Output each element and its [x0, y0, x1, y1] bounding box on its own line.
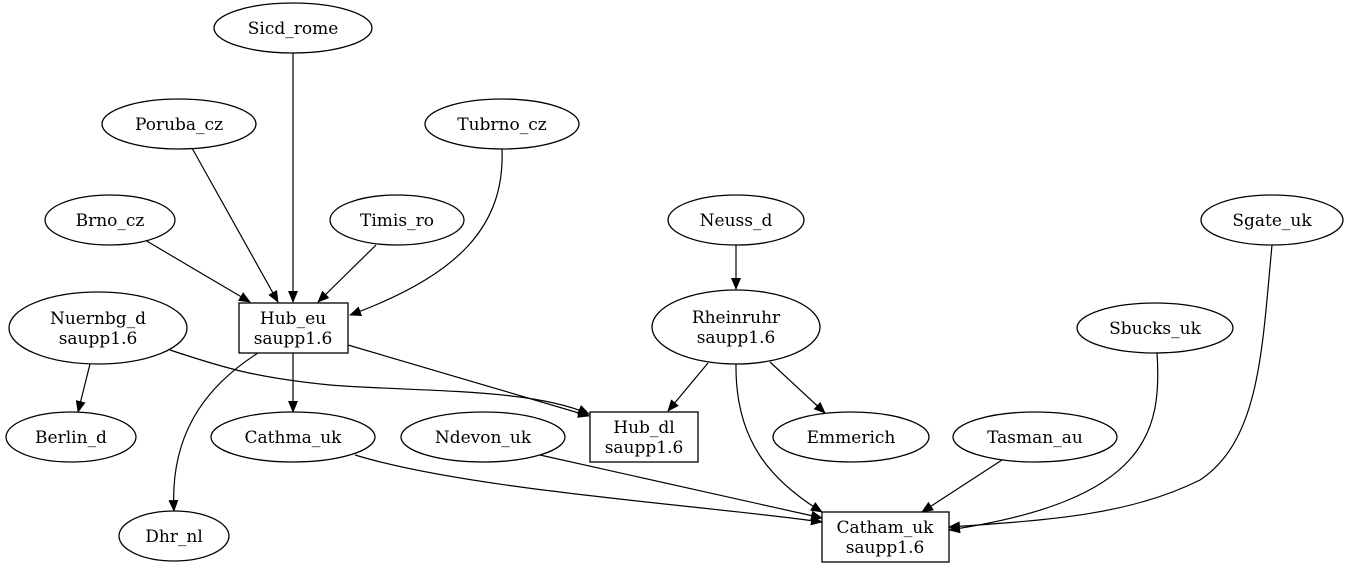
- node-brno_cz: Brno_cz: [44, 194, 176, 246]
- node-layer: Sicd_rome Poruba_cz Tubrno_cz Brno_cz Ti…: [5, 2, 1344, 563]
- edge-tubrno_cz-hub_eu: [349, 148, 503, 316]
- node-cathma_uk: Cathma_uk: [210, 411, 376, 463]
- node-label: Emmerich: [807, 428, 896, 448]
- node-sicd_rome: Sicd_rome: [213, 2, 373, 54]
- node-label: Sbucks_uk: [1109, 319, 1201, 339]
- node-label-line1: Nuernbg_d: [50, 309, 146, 329]
- node-label: Sgate_uk: [1232, 211, 1312, 231]
- edge-rheinruhr-catham_uk: [735, 363, 823, 513]
- edge-poruba_cz-hub_eu: [191, 147, 279, 303]
- node-timis_ro: Timis_ro: [329, 194, 465, 246]
- node-label-line2: saupp1.6: [254, 329, 333, 349]
- node-label: Brno_cz: [76, 211, 145, 231]
- node-rheinruhr: Rheinruhr saupp1.6: [651, 289, 821, 365]
- edge-nuernbg_d-hub_dl: [169, 349, 590, 415]
- node-label-line1: Hub_eu: [260, 309, 326, 329]
- node-label-line2: saupp1.6: [846, 538, 925, 558]
- edge-sbucks_uk-catham_uk: [948, 351, 1159, 534]
- node-label: Sicd_rome: [248, 19, 339, 39]
- node-label: Berlin_d: [35, 428, 107, 448]
- edge-hub_eu-dhr_nl: [168, 352, 259, 512]
- node-label: Neuss_d: [700, 211, 773, 231]
- node-tubrno_cz: Tubrno_cz: [424, 98, 580, 150]
- node-label: Tasman_au: [987, 428, 1083, 448]
- node-poruba_cz: Poruba_cz: [101, 98, 257, 150]
- edge-nuernbg_d-berlin_d: [75, 363, 91, 413]
- node-hub_eu: Hub_eu saupp1.6: [238, 302, 349, 354]
- node-label-line2: saupp1.6: [697, 328, 776, 348]
- edge-hub_eu-hub_dl: [347, 344, 590, 418]
- node-sbucks_uk: Sbucks_uk: [1076, 302, 1234, 354]
- node-catham_uk: Catham_uk saupp1.6: [821, 511, 950, 563]
- edge-sgate_uk-catham_uk: [948, 244, 1273, 532]
- node-label-line2: saupp1.6: [59, 329, 138, 349]
- edge-ndevon_uk-catham_uk: [539, 454, 823, 521]
- node-label-line2: saupp1.6: [605, 438, 684, 458]
- node-dhr_nl: Dhr_nl: [118, 510, 230, 562]
- edge-layer: [75, 53, 1273, 534]
- node-neuss_d: Neuss_d: [667, 194, 805, 246]
- node-label: Poruba_cz: [135, 115, 223, 135]
- node-emmerich: Emmerich: [772, 411, 930, 463]
- node-label-line1: Hub_dl: [613, 418, 674, 438]
- node-nuernbg_d: Nuernbg_d saupp1.6: [8, 291, 188, 365]
- edge-tasman_au-catham_uk: [921, 459, 1003, 513]
- node-label: Ndevon_uk: [435, 428, 532, 448]
- node-ndevon_uk: Ndevon_uk: [400, 411, 566, 463]
- node-hub_dl: Hub_dl saupp1.6: [589, 411, 699, 463]
- edge-cathma_uk-catham_uk: [354, 454, 823, 526]
- node-label: Timis_ro: [360, 211, 434, 231]
- node-label-line1: Rheinruhr: [692, 308, 781, 328]
- edge-rheinruhr-emmerich: [769, 361, 826, 414]
- node-berlin_d: Berlin_d: [5, 411, 137, 463]
- node-tasman_au: Tasman_au: [952, 411, 1118, 463]
- edge-timis_ro-hub_eu: [317, 244, 377, 303]
- node-label-line1: Catham_uk: [837, 518, 935, 538]
- edge-rheinruhr-hub_dl: [667, 362, 709, 412]
- node-label: Tubrno_cz: [457, 115, 547, 135]
- node-label: Dhr_nl: [145, 527, 203, 547]
- edge-brno_cz-hub_eu: [144, 239, 251, 303]
- node-label: Cathma_uk: [245, 428, 343, 448]
- node-sgate_uk: Sgate_uk: [1200, 194, 1344, 246]
